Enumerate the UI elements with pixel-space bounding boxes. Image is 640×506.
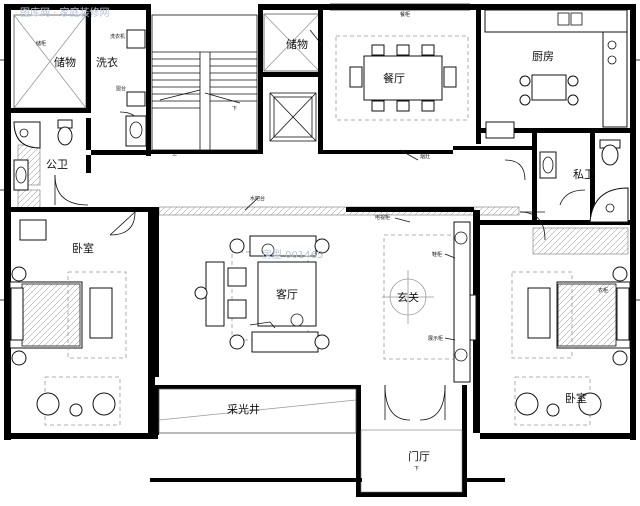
note-up-1: 上 <box>172 150 177 157</box>
note-display-cabinet: 展示柜 <box>428 335 443 342</box>
note-sink-counter: 盥台 <box>116 85 126 92</box>
label-laundry: 洗衣 <box>96 55 118 69</box>
shoe-cabinet <box>453 221 471 383</box>
staircase <box>151 14 258 151</box>
label-storage-left: 储物 <box>54 55 76 69</box>
note-tv-cabinet: 电视柜 <box>375 214 390 221</box>
label-living: 客厅 <box>276 287 298 301</box>
doors <box>54 29 586 421</box>
elevator <box>269 92 317 142</box>
storage-center-cross <box>263 13 320 72</box>
label-storage-center: 储物 <box>286 37 308 51</box>
label-dining: 餐厅 <box>383 71 405 85</box>
storage-left-cross <box>13 14 87 109</box>
label-entry-hall: 门厅 <box>408 449 430 463</box>
note-sideboard: 餐柜 <box>400 11 410 18</box>
label-public-bath: 公卫 <box>46 158 68 171</box>
label-light-well: 采光井 <box>227 402 260 416</box>
coffee-table <box>257 261 317 327</box>
label-kitchen: 厨房 <box>532 50 554 63</box>
sofa-bottom <box>251 331 319 353</box>
tv-cabinet <box>205 261 225 327</box>
windows <box>0 3 640 301</box>
left-bedroom-furniture <box>9 219 127 426</box>
dining-set <box>335 35 469 121</box>
note-range-hood: 烟灶 <box>420 153 430 160</box>
note-closet: 储柜 <box>36 40 46 47</box>
foyer-area <box>382 221 471 383</box>
closet-band-right <box>532 227 629 255</box>
label-private-bath: 私卫 <box>573 168 595 181</box>
watermark-center: 房型 001465 <box>262 248 323 261</box>
label-bedroom-left: 卧室 <box>72 241 94 255</box>
note-down-2: 下 <box>414 466 419 472</box>
kitchen-fixtures <box>484 9 628 139</box>
note-closet-right: 衣柜 <box>598 287 608 294</box>
label-bedroom-right: 卧室 <box>565 391 587 405</box>
private-bath-fixtures <box>539 139 629 223</box>
living-furniture <box>194 235 330 353</box>
laundry-sink <box>125 115 147 147</box>
room-labels: 储物 洗衣 储物 餐厅 厨房 公卫 私卫 卧室 客厅 玄关 卧室 采光井 门厅 <box>46 37 595 463</box>
label-foyer: 玄关 <box>397 290 419 304</box>
washer <box>126 29 146 49</box>
note-down-1: 下 <box>232 106 237 112</box>
right-bedroom-furniture <box>469 266 631 426</box>
note-shoe-cabinet: 鞋柜 <box>432 251 442 258</box>
note-washer: 洗衣机 <box>110 33 125 40</box>
watermark-top: 图库网 · 家庭装修网 <box>20 6 110 19</box>
public-bath-fixtures <box>13 119 73 191</box>
